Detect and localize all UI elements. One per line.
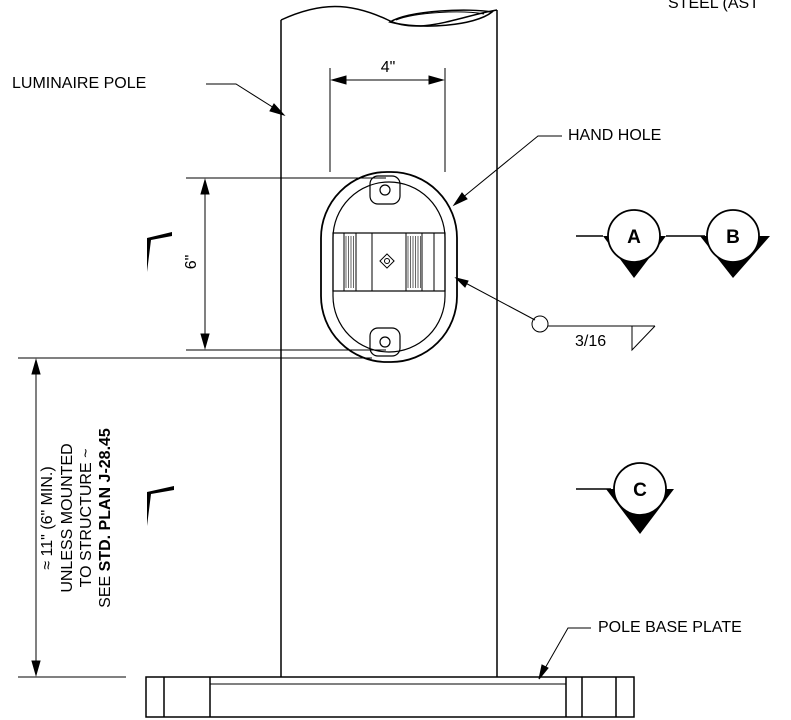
luminaire-pole-leader <box>206 83 286 116</box>
mounting-note: ≈ 11" (6" MIN.) UNLESS MOUNTED TO STRUCT… <box>39 428 114 608</box>
section-cut-mark-upper <box>147 232 172 272</box>
section-marker-b-letter: B <box>726 227 740 248</box>
section-cut-mark-lower <box>147 486 174 526</box>
weld-size-text: 3/16 <box>575 333 606 350</box>
section-marker-b: B <box>666 209 770 278</box>
luminaire-pole <box>280 5 498 677</box>
dim-width-text: 4" <box>381 59 396 76</box>
section-marker-c: C <box>576 462 674 534</box>
std-plan-reference: STD. PLAN J-28.45 <box>97 428 114 571</box>
dimension-mount-height <box>18 357 372 678</box>
dimension-width-4in <box>329 68 446 172</box>
section-marker-c-letter: C <box>633 480 647 501</box>
pole-base-plate-label: POLE BASE PLATE <box>598 619 742 636</box>
note-line-1: ≈ 11" (6" MIN.) <box>39 466 56 569</box>
pole-base-plate <box>145 676 635 718</box>
dim-height-text: 6" <box>183 255 200 270</box>
hand-hole <box>320 171 458 363</box>
hand-hole-label: HAND HOLE <box>568 127 661 144</box>
section-marker-a-letter: A <box>627 227 641 248</box>
dimension-height-6in <box>186 177 386 351</box>
corner-text: STEEL (AST <box>668 0 759 12</box>
note-see: SEE <box>97 571 114 607</box>
note-line-4: SEE STD. PLAN J-28.45 <box>97 428 114 608</box>
note-line-3: TO STRUCTURE ~ <box>78 449 95 588</box>
hand-hole-leader <box>452 135 562 207</box>
luminaire-pole-label: LUMINAIRE POLE <box>12 75 146 92</box>
base-plate-leader <box>538 627 591 680</box>
weld-symbol <box>454 277 656 352</box>
section-marker-a: A <box>576 209 666 278</box>
note-line-2: UNLESS MOUNTED <box>59 443 76 592</box>
